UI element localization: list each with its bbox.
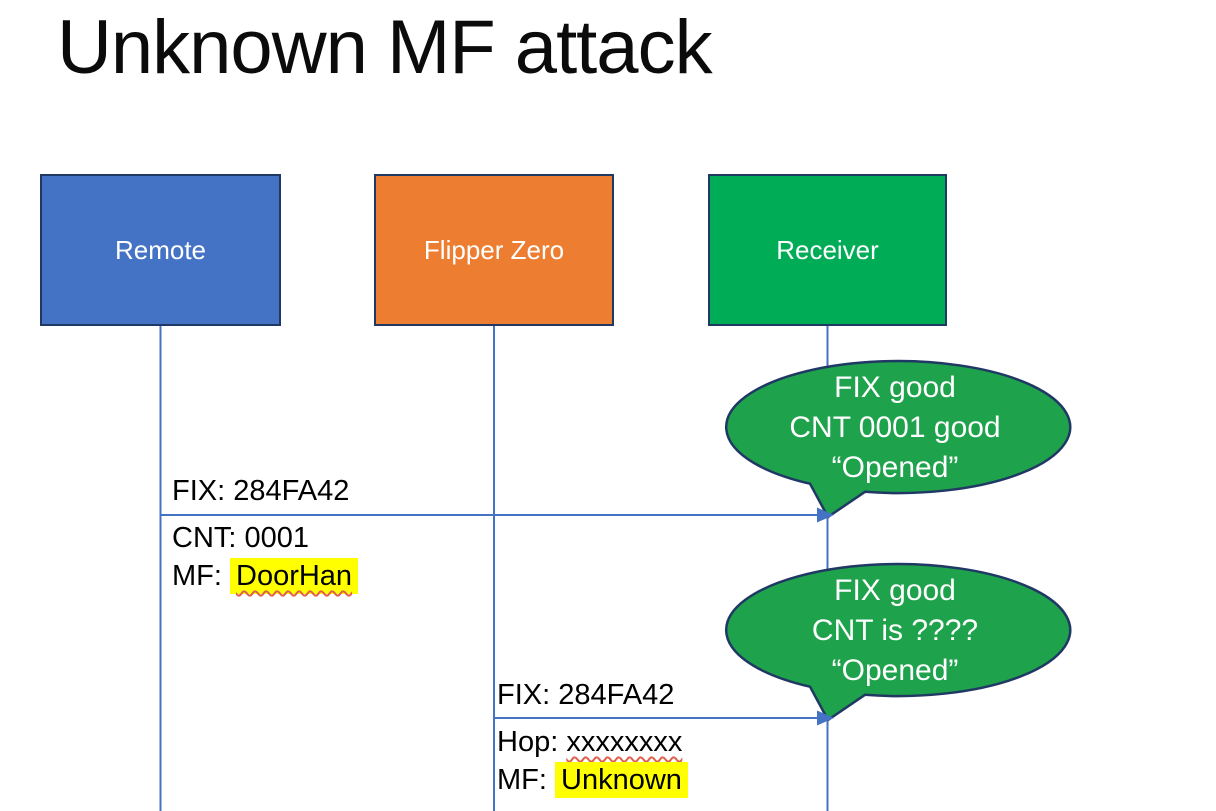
message-2-mf-prefix: MF: — [497, 764, 555, 796]
actor-label-receiver: Receiver — [776, 234, 879, 265]
speech-bubble-path — [725, 359, 1072, 519]
callout-1-line-3: “Opened” — [831, 451, 959, 484]
message-2-mf-value-highlighted: Unknown — [555, 762, 688, 798]
page-title: Unknown MF attack — [57, 5, 713, 90]
message-2-details: Hop: xxxxxxxx MF: Unknown — [497, 723, 688, 799]
message-1-mf-row: MF: DoorHan — [172, 557, 359, 595]
message-1-cnt-prefix: CNT: — [172, 522, 245, 554]
speech-bubble-shape-2 — [725, 562, 1072, 722]
speech-bubble-path — [725, 562, 1072, 722]
message-2-hop-prefix: Hop: — [497, 726, 567, 758]
message-arrow-2-head — [817, 710, 834, 726]
actor-box-flipper-zero: Flipper Zero — [374, 174, 614, 326]
callout-2-line-1: FIX good — [834, 574, 956, 607]
callout-1-line-2: CNT 0001 good — [789, 411, 1001, 444]
message-2-hop-value: xxxxxxxx — [566, 726, 683, 758]
message-2-mf-row: MF: Unknown — [497, 761, 688, 799]
receiver-callout-1: FIX good CNT 0001 good “Opened” — [715, 357, 1075, 529]
callout-1-text: FIX good CNT 0001 good “Opened” — [730, 368, 1060, 488]
message-2-hop-row: Hop: xxxxxxxx — [497, 723, 688, 761]
actor-box-remote: Remote — [40, 174, 281, 326]
callout-1-line-1: FIX good — [834, 371, 956, 404]
message-1-cnt-value: 0001 — [244, 522, 310, 554]
message-1-details: CNT: 0001 MF: DoorHan — [172, 519, 359, 595]
message-2-fix-label: FIX: 284FA42 — [497, 679, 675, 711]
message-1-cnt-row: CNT: 0001 — [172, 519, 358, 557]
actor-label-remote: Remote — [114, 234, 207, 265]
callout-2-text: FIX good CNT is ???? “Opened” — [730, 571, 1060, 691]
actor-label-flipper-zero: Flipper Zero — [423, 234, 565, 265]
actor-box-receiver: Receiver — [708, 174, 947, 326]
callout-2-line-2: CNT is ???? — [811, 614, 979, 647]
receiver-callout-2: FIX good CNT is ???? “Opened” — [715, 560, 1075, 732]
callout-2-line-3: “Opened” — [831, 654, 959, 687]
message-arrow-1-head — [817, 507, 834, 523]
speech-bubble-shape-1 — [725, 359, 1072, 519]
message-1-mf-prefix: MF: — [172, 560, 230, 592]
message-1-fix-label: FIX: 284FA42 — [172, 475, 350, 507]
message-1-mf-value-highlighted: DoorHan — [230, 558, 359, 594]
